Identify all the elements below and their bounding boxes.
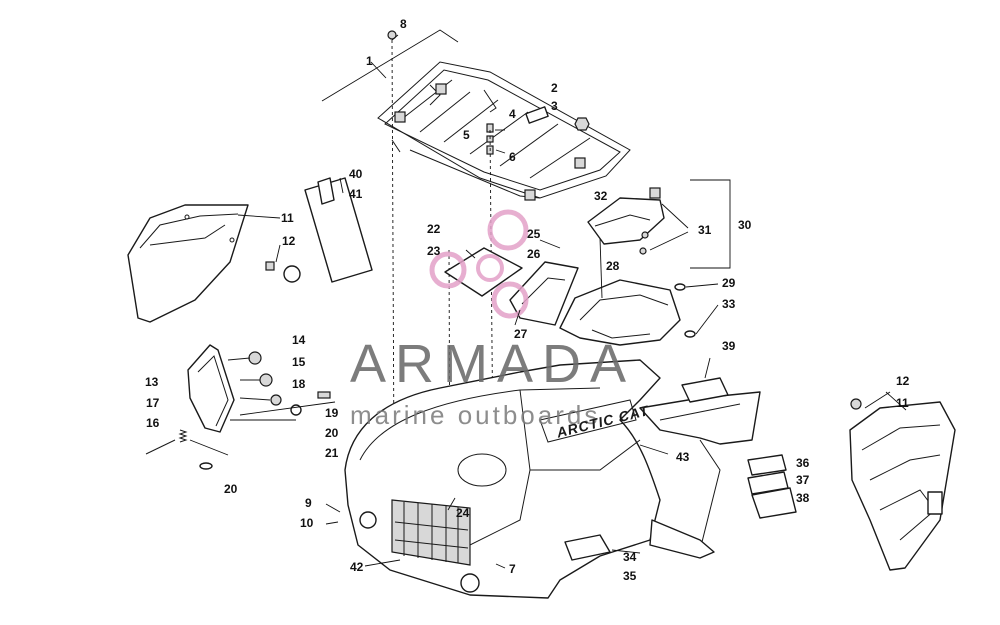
watermark-emblem [429,209,529,319]
callout-2: 2 [551,81,558,95]
push-nut-left [283,265,301,283]
spring-17 [178,429,188,443]
decal-39 [681,377,729,403]
callout-23: 23 [427,244,441,258]
callout-29: 29 [722,276,736,290]
decal-38 [751,487,797,519]
right-fender-panel [849,401,956,571]
callout-37: 37 [796,473,810,487]
left-fender-panel [127,204,249,323]
callout-26: 26 [527,247,541,261]
callout-32: 32 [594,189,608,203]
callout-34: 34 [623,550,637,564]
callout-7: 7 [509,562,516,576]
callout-41: 41 [349,187,363,201]
callout-10: 10 [300,516,314,530]
callout-12-left: 12 [282,234,296,248]
callout-6: 6 [509,150,516,164]
headlight-housing [187,344,235,433]
rack-bracket [321,29,459,102]
callout-14: 14 [292,333,306,347]
callout-9: 9 [305,496,312,510]
callout-3: 3 [551,99,558,113]
callout-5: 5 [463,128,470,142]
storage-lid [587,197,665,245]
callout-42: 42 [350,560,364,574]
callout-21: 21 [325,446,339,460]
cargo-rack [377,61,631,201]
callout-25: 25 [527,227,541,241]
callout-33: 33 [722,297,736,311]
plate-2 [525,106,549,124]
watermark-title: ARMADA [350,334,636,394]
callout-28: 28 [606,259,620,273]
callout-36: 36 [796,456,810,470]
callout-35: 35 [623,569,637,583]
callout-19: 19 [325,406,339,420]
callout-4: 4 [509,107,516,121]
callout-22: 22 [427,222,441,236]
callout-39: 39 [722,339,736,353]
plate-22 [444,247,523,297]
callout-38: 38 [796,491,810,505]
screw-8 [387,30,397,40]
watermark-subtitle: marine outboards [350,400,601,430]
callout-30: 30 [738,218,752,232]
callout-17: 17 [146,396,160,410]
callout-20-upper: 20 [325,426,339,440]
decal-36 [747,454,787,476]
callout-20-lower: 20 [224,482,238,496]
callout-40: 40 [349,167,363,181]
callout-8: 8 [400,17,407,31]
callout-15: 15 [292,355,306,369]
nut-3 [574,117,590,131]
callout-24: 24 [456,506,470,520]
front-body [344,359,761,599]
callout-12-right: 12 [896,374,910,388]
callout-11-right: 11 [896,396,909,410]
callout-16: 16 [146,416,160,430]
callout-1: 1 [366,54,373,68]
callout-27: 27 [514,327,528,341]
callout-43: 43 [676,450,690,464]
callout-11-left: 11 [281,211,294,225]
callout-13: 13 [145,375,159,389]
callout-18: 18 [292,377,306,391]
storage-tub [559,279,681,346]
callout-31: 31 [698,223,712,237]
